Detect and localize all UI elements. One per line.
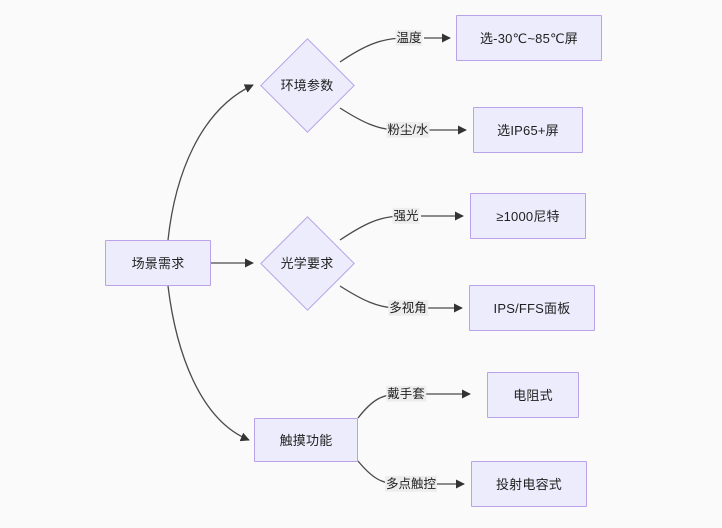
node-touch-label: 触摸功能 [279, 432, 333, 448]
node-touch-multi-label: 投射电容式 [495, 476, 562, 492]
edge-root-to-touch [167, 285, 250, 442]
node-optic-bright[interactable]: ≥1000尼特 [470, 193, 586, 239]
node-env[interactable]: 环境参数 [259, 37, 355, 133]
node-optic-angle-label: IPS/FFS面板 [493, 300, 571, 316]
edge-label-touch-multi: 多点触控 [384, 475, 438, 493]
edge-label-touch-glove: 戴手套 [386, 385, 426, 403]
node-env-dust[interactable]: 选IP65+屏 [473, 107, 583, 153]
node-optic-angle[interactable]: IPS/FFS面板 [469, 285, 595, 331]
node-touch-glove-label: 电阻式 [513, 387, 553, 403]
edge-label-env-temp: 温度 [395, 29, 423, 47]
node-env-temp-label: 选-30℃~85℃屏 [479, 30, 579, 46]
node-optic-bright-label: ≥1000尼特 [496, 208, 560, 224]
node-env-dust-label: 选IP65+屏 [497, 122, 559, 138]
node-env-label: 环境参数 [280, 77, 334, 93]
node-root[interactable]: 场景需求 [105, 240, 211, 286]
node-optic-label: 光学要求 [280, 255, 334, 271]
edge-root-to-env [167, 84, 254, 241]
node-touch-glove[interactable]: 电阻式 [487, 372, 579, 418]
node-touch[interactable]: 触摸功能 [254, 418, 358, 462]
edge-label-env-dust: 粉尘/水 [386, 121, 430, 139]
node-optic[interactable]: 光学要求 [259, 215, 355, 311]
edge-label-optic-angle: 多视角 [388, 299, 428, 317]
node-env-temp[interactable]: 选-30℃~85℃屏 [456, 15, 602, 61]
node-root-label: 场景需求 [131, 255, 185, 271]
node-touch-multi[interactable]: 投射电容式 [471, 461, 587, 507]
edge-label-optic-bright: 强光 [392, 207, 420, 225]
